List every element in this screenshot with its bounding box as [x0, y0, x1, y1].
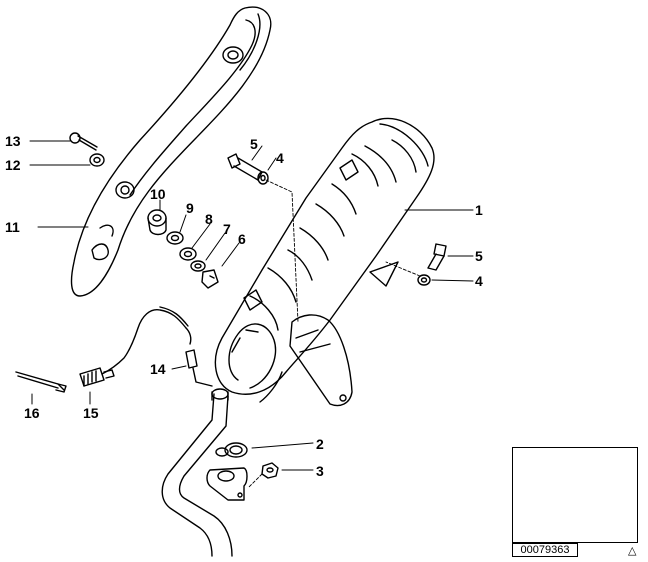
warning-triangle-icon: △: [628, 544, 637, 557]
callout-14: 14: [150, 361, 166, 377]
connector-part-15: [79, 367, 115, 387]
callout-10: 10: [150, 186, 166, 202]
callout-4-right: 4: [475, 273, 483, 289]
callout-12: 12: [5, 157, 21, 173]
washer-part-4-upper: [257, 171, 269, 185]
sensor-cable: [101, 306, 189, 375]
bolt-part-5-right: [427, 243, 447, 271]
rubber-ring-part-8: [179, 247, 197, 261]
callout-16: 16: [24, 405, 40, 421]
callout-2: 2: [316, 436, 324, 452]
callout-1: 1: [475, 202, 483, 218]
leader-lines: [29, 140, 474, 471]
leader-dash-5-upper: [265, 179, 299, 323]
cable-tie-part-16: [15, 371, 67, 393]
callout-13: 13: [5, 133, 21, 149]
callout-8: 8: [205, 211, 213, 227]
washer-part-12: [89, 153, 105, 167]
callout-9: 9: [186, 200, 194, 216]
reference-code: 00079363: [512, 543, 578, 557]
clip-part-6: [201, 269, 219, 289]
spacer-part-9: [166, 231, 184, 245]
muffler-part-1: [214, 117, 435, 407]
gasket-part-2: [224, 442, 248, 458]
callout-4-upper: 4: [276, 150, 284, 166]
rubber-mount-part-10: [147, 209, 167, 236]
callout-15: 15: [83, 405, 99, 421]
callout-7: 7: [223, 221, 231, 237]
exhaust-flange: [206, 467, 248, 501]
vehicle-thumbnail-frame: [512, 447, 638, 543]
callout-5-right: 5: [475, 248, 483, 264]
callout-11: 11: [5, 219, 20, 235]
screw-part-13: [69, 132, 98, 151]
washer-part-7: [190, 260, 206, 272]
heat-shield-bracket-part-11: [70, 6, 272, 297]
exhaust-pipe: [161, 388, 233, 557]
washer-part-4-right: [417, 274, 431, 286]
oxygen-sensor-part-14: [185, 327, 213, 387]
callout-3: 3: [316, 463, 324, 479]
callout-5-upper: 5: [250, 136, 258, 152]
callout-6: 6: [238, 231, 246, 247]
nut-part-3: [247, 462, 279, 489]
bolt-part-5-upper: [227, 153, 263, 181]
